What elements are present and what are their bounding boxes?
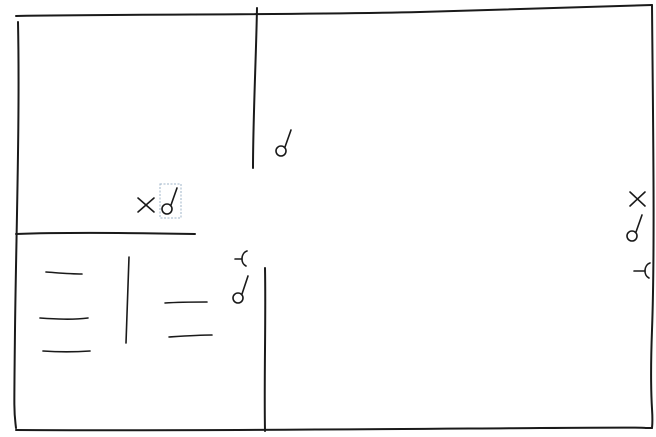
right-wall — [650, 4, 655, 429]
fitting-stroke-5 — [168, 334, 213, 338]
switch-icon — [161, 203, 173, 215]
socket-right-room[interactable] — [633, 262, 651, 279]
fitting-divider — [125, 256, 130, 344]
switch-right-room[interactable] — [626, 214, 643, 242]
switch-icon — [626, 230, 638, 242]
interior-walls — [15, 7, 267, 432]
left-wall — [13, 21, 20, 429]
switch-lever — [284, 129, 292, 148]
top-wall — [15, 4, 653, 17]
switch-upper-middle[interactable] — [275, 129, 292, 157]
fitting-stroke-3 — [42, 350, 91, 353]
small-room-fittings — [39, 256, 213, 353]
fitting-stroke-2 — [39, 317, 89, 320]
socket-icon — [241, 250, 248, 267]
bottom-wall — [15, 426, 653, 432]
socket-icon — [644, 262, 651, 279]
socket-middle[interactable] — [234, 250, 248, 267]
small-room-top-wall — [15, 231, 196, 235]
ceiling-light-right-room[interactable] — [629, 191, 646, 207]
switch-icon — [232, 292, 244, 304]
fitting-stroke-4 — [164, 301, 208, 304]
switch-lever — [635, 214, 643, 233]
fitting-stroke-1 — [45, 271, 83, 275]
switch-icon — [275, 145, 287, 157]
upper-partition-wall — [252, 7, 258, 169]
selection-box — [159, 183, 182, 219]
switch-left-room[interactable] — [161, 187, 178, 215]
switch-lower-middle[interactable] — [232, 275, 249, 304]
outer-walls — [13, 4, 655, 432]
switch-lever — [170, 187, 178, 206]
lower-partition-wall — [263, 267, 267, 432]
switch-lever — [241, 275, 249, 295]
ceiling-light-left-room[interactable] — [137, 197, 155, 213]
